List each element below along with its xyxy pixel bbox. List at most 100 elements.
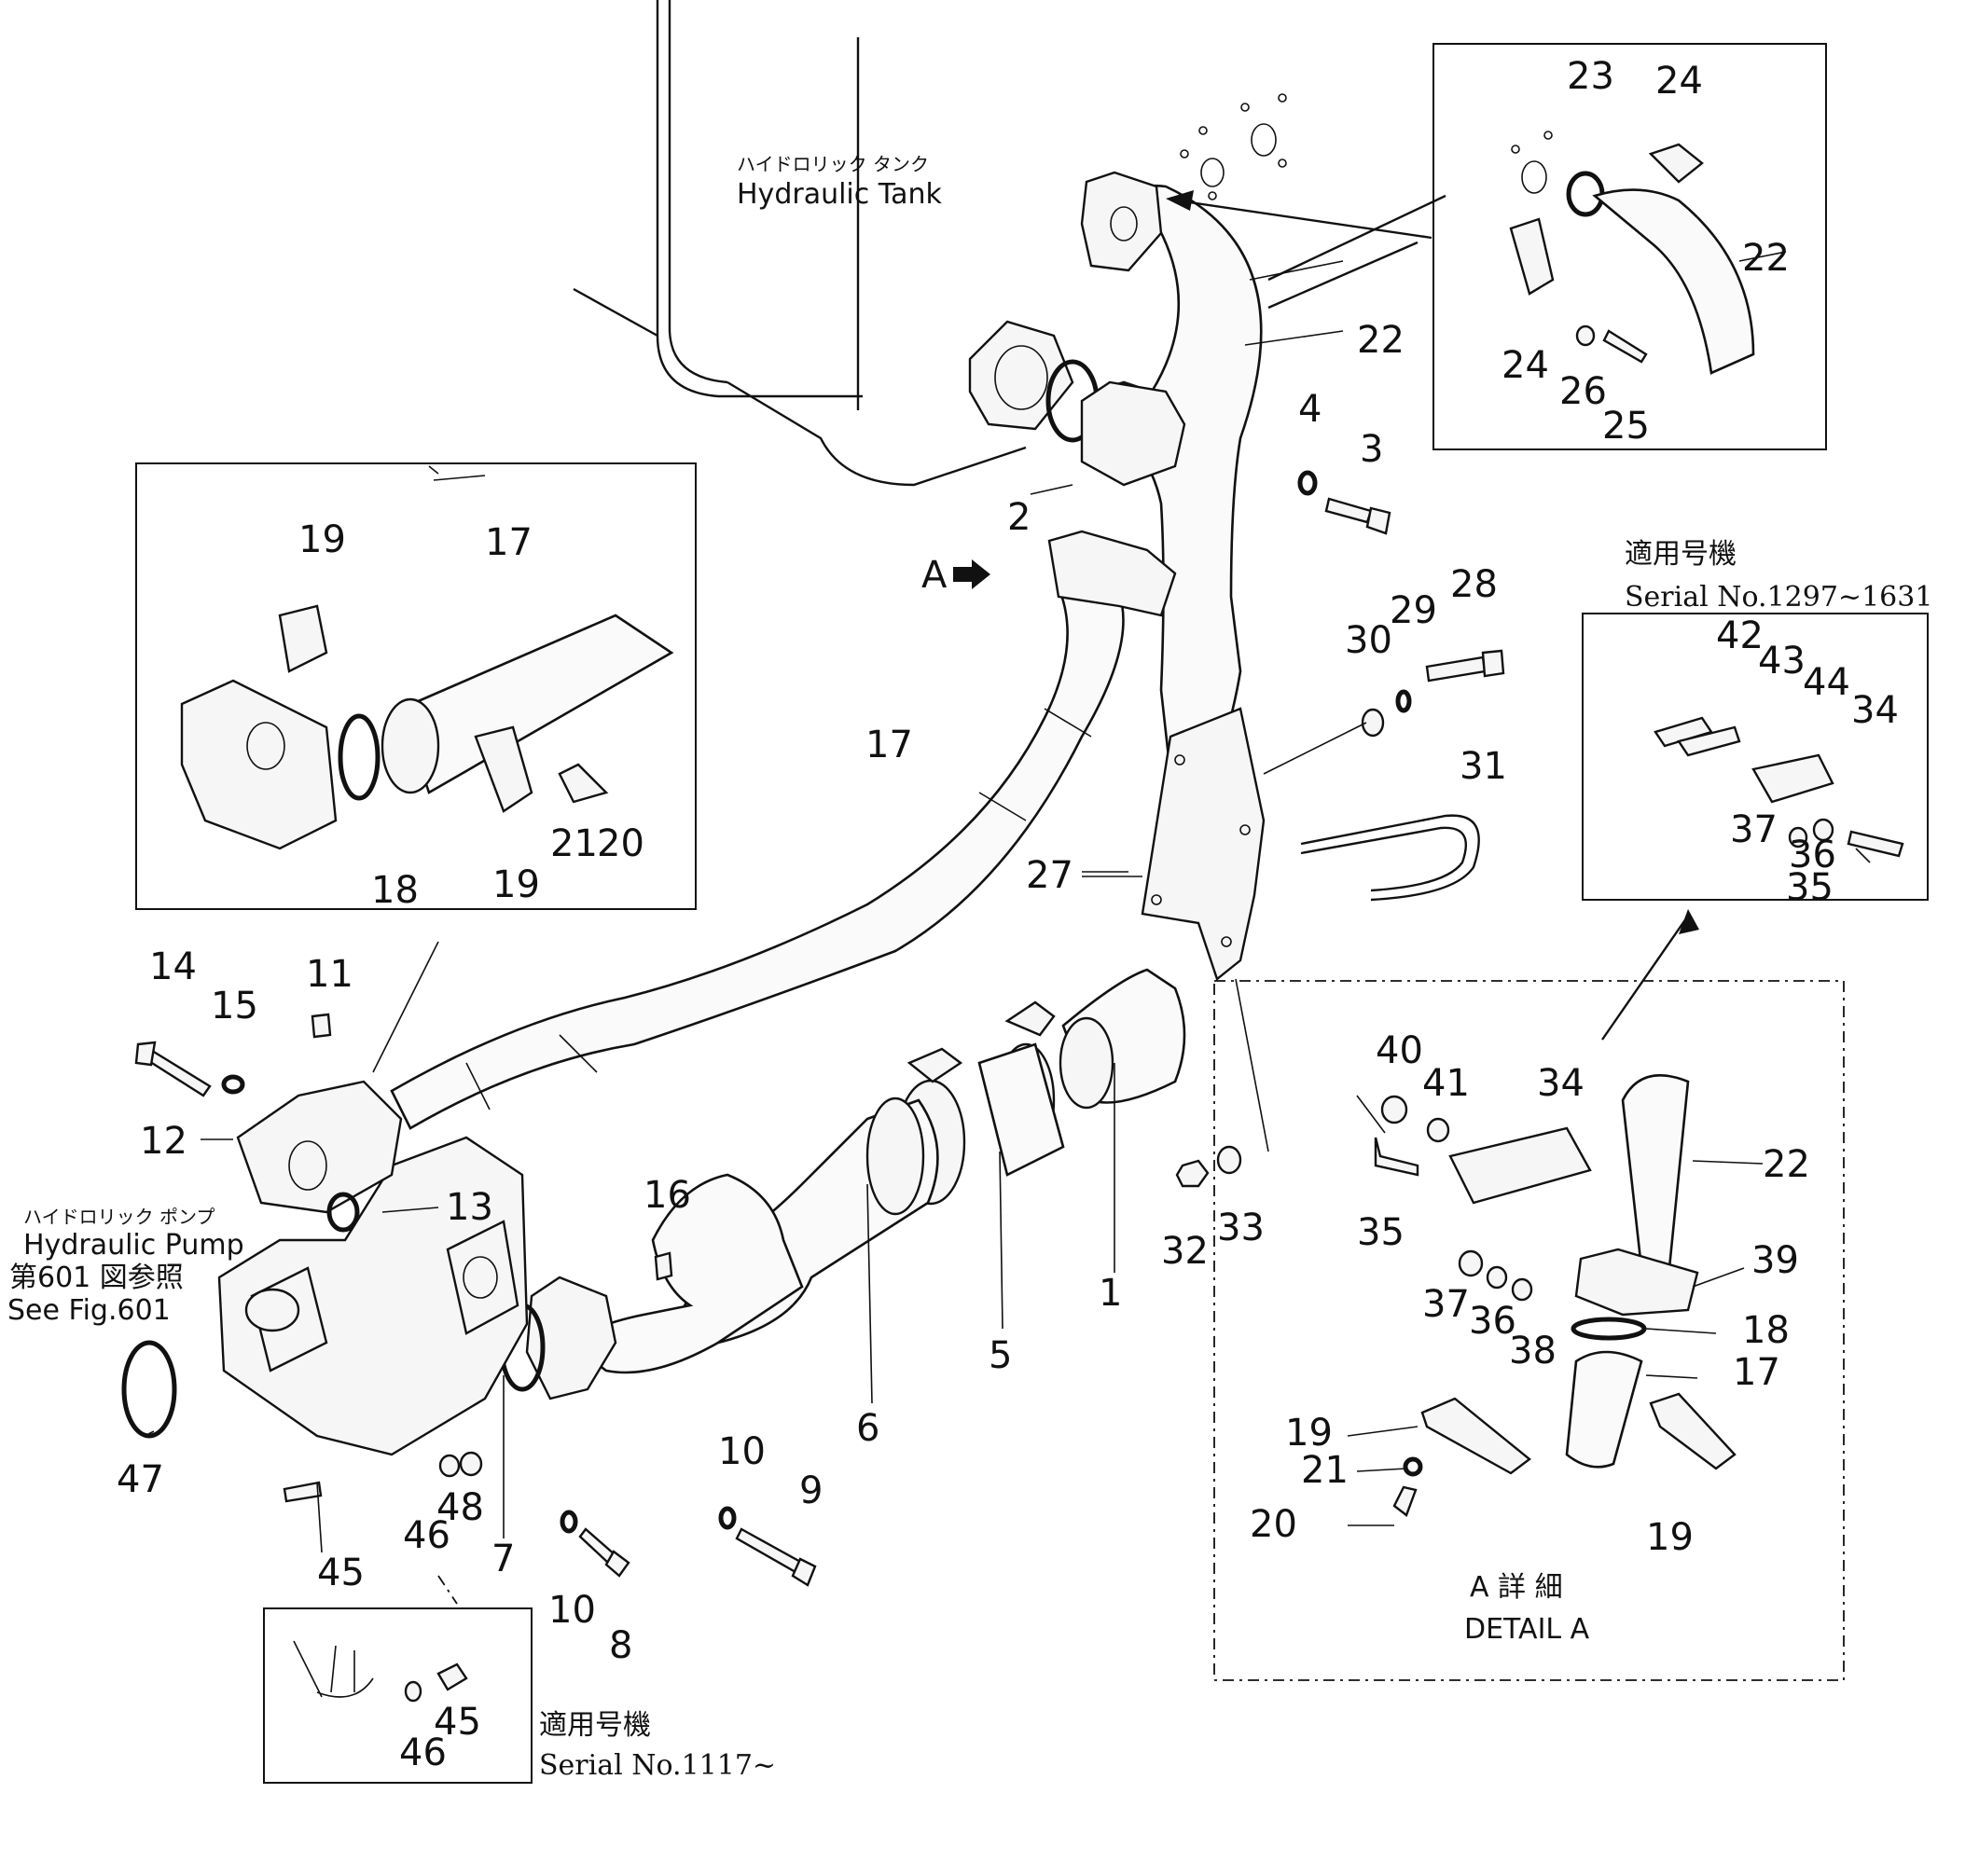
callout-17c: 17 xyxy=(1733,1351,1780,1394)
inset-serial-1297-parts xyxy=(1654,716,1904,858)
callout-4: 4 xyxy=(1298,388,1322,431)
callout-24a: 24 xyxy=(1655,60,1703,103)
callout-20b: 20 xyxy=(1250,1503,1297,1546)
detail-a-label-jp: A 詳 細 xyxy=(1470,1571,1563,1604)
detail-a-box xyxy=(1213,980,1845,1681)
callout-24b: 24 xyxy=(1502,344,1549,387)
callout-18b: 18 xyxy=(1742,1309,1790,1352)
washer-46 xyxy=(438,1454,461,1478)
detail-a-arrow-head xyxy=(1679,909,1699,934)
callout-14: 14 xyxy=(149,945,197,988)
callout-2: 2 xyxy=(1007,496,1031,539)
nut-48 xyxy=(459,1451,483,1477)
callout-35b: 35 xyxy=(1357,1211,1405,1254)
callout-33: 33 xyxy=(1217,1207,1265,1249)
callout-28: 28 xyxy=(1450,563,1498,606)
callout-44: 44 xyxy=(1803,661,1850,704)
arrow-head-tank xyxy=(1166,190,1194,211)
washer-10a xyxy=(560,1510,578,1534)
bracket-27 xyxy=(1141,707,1266,982)
callout-19a: 19 xyxy=(298,518,346,561)
elbow-7 xyxy=(499,1173,804,1400)
callout-6: 6 xyxy=(856,1407,879,1450)
callout-22b: 22 xyxy=(1742,237,1790,280)
hydraulic-tank xyxy=(573,0,1446,487)
washer-30 xyxy=(1361,708,1385,738)
callout-39: 39 xyxy=(1751,1239,1799,1282)
serial-label-1297: Serial No.1297~1631 xyxy=(1625,581,1932,614)
applicable-label-1117: 適用号機 xyxy=(539,1709,651,1742)
callout-9: 9 xyxy=(799,1469,823,1512)
callout-31: 31 xyxy=(1460,745,1507,788)
serial-label-1117: Serial No.1117~ xyxy=(539,1749,776,1782)
callout-21a: 21 xyxy=(550,822,598,865)
callout-35a: 35 xyxy=(1786,866,1834,909)
callout-22a: 22 xyxy=(1357,319,1405,362)
serial-1117-pointer xyxy=(437,1575,458,1605)
bolt-8 xyxy=(578,1527,630,1578)
callout-36a: 36 xyxy=(1789,834,1836,876)
callout-26: 26 xyxy=(1559,370,1607,413)
callout-34b: 34 xyxy=(1537,1062,1585,1105)
callout-17a: 17 xyxy=(485,521,533,564)
callout-7: 7 xyxy=(491,1538,515,1580)
detail-a-parts xyxy=(1374,1074,1737,1517)
fig-reference: See Fig.601 xyxy=(7,1294,171,1327)
suction-pipe-22 xyxy=(1080,171,1263,776)
callout-38: 38 xyxy=(1509,1330,1557,1373)
callout-34a: 34 xyxy=(1851,689,1899,732)
callout-23: 23 xyxy=(1567,55,1614,98)
detail-a-label: DETAIL A xyxy=(1464,1613,1590,1646)
view-a-label: A xyxy=(921,554,948,597)
hose-5 xyxy=(977,1042,1065,1177)
callout-47: 47 xyxy=(117,1458,164,1501)
plug-16 xyxy=(654,1251,673,1281)
callout-48: 48 xyxy=(436,1486,484,1529)
tank-outlet-flange xyxy=(968,320,1100,443)
view-a-arrow xyxy=(953,559,990,589)
inset-pump-parts xyxy=(180,604,674,850)
callout-25: 25 xyxy=(1602,405,1650,448)
callout-5: 5 xyxy=(989,1334,1012,1377)
u-bolt-31 xyxy=(1300,814,1480,902)
bolt-14 xyxy=(134,1041,212,1097)
washer-15 xyxy=(221,1074,245,1095)
inset-pump-connection xyxy=(135,462,697,910)
callout-40: 40 xyxy=(1376,1029,1423,1072)
callout-45b: 45 xyxy=(434,1701,481,1744)
callout-3: 3 xyxy=(1360,428,1383,471)
callout-37a: 37 xyxy=(1730,808,1778,851)
callout-43: 43 xyxy=(1758,640,1806,683)
hydraulic-pump-label: Hydraulic Pump xyxy=(23,1229,244,1262)
bolt-28 xyxy=(1425,649,1505,683)
plug-11 xyxy=(311,1013,332,1039)
nut-32 xyxy=(1175,1159,1210,1188)
callout-21b: 21 xyxy=(1301,1449,1349,1492)
callout-32: 32 xyxy=(1161,1230,1209,1273)
hydraulic-tank-label-jp: ハイドロリック タンク xyxy=(737,153,929,175)
callout-46a: 46 xyxy=(403,1514,450,1557)
inset-serial-1117-parts xyxy=(293,1640,468,1703)
bolt-3 xyxy=(1324,497,1391,535)
washer-10b xyxy=(718,1506,737,1530)
callout-13: 13 xyxy=(446,1186,493,1229)
washer-4 xyxy=(1297,470,1318,496)
hydraulic-pump xyxy=(121,1136,529,1456)
applicable-label-1297: 適用号機 xyxy=(1625,538,1737,571)
callout-36b: 36 xyxy=(1469,1300,1516,1343)
washer-33 xyxy=(1216,1145,1242,1175)
callout-22c: 22 xyxy=(1763,1143,1810,1186)
inset-tank-parts xyxy=(1509,131,1755,375)
callout-10a: 10 xyxy=(548,1589,596,1632)
detail-a-arrow-line xyxy=(1601,917,1687,1041)
callout-15: 15 xyxy=(211,985,258,1028)
elbow-1 xyxy=(1059,968,1186,1110)
callout-17b: 17 xyxy=(865,724,913,766)
callout-19c: 19 xyxy=(1285,1412,1333,1455)
washer-29 xyxy=(1395,689,1412,713)
callout-27: 27 xyxy=(1026,854,1073,897)
callout-20a: 20 xyxy=(597,822,644,865)
callout-8: 8 xyxy=(609,1624,632,1667)
inset-tank-connection xyxy=(1432,43,1827,450)
